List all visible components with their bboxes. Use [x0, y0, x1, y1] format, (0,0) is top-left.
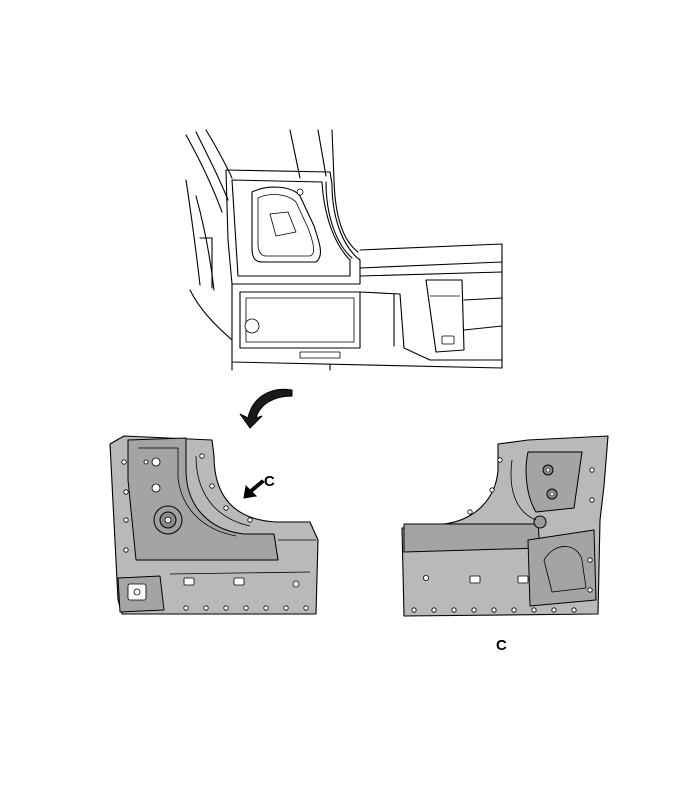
panel-outer-view — [109, 435, 319, 615]
panel-inner-view — [401, 435, 609, 617]
view-label: C — [496, 637, 507, 654]
removal-arrow — [239, 388, 293, 429]
vehicle-body-section — [185, 129, 503, 371]
callout-letter: C — [264, 473, 275, 490]
view-direction-arrow — [243, 479, 265, 499]
